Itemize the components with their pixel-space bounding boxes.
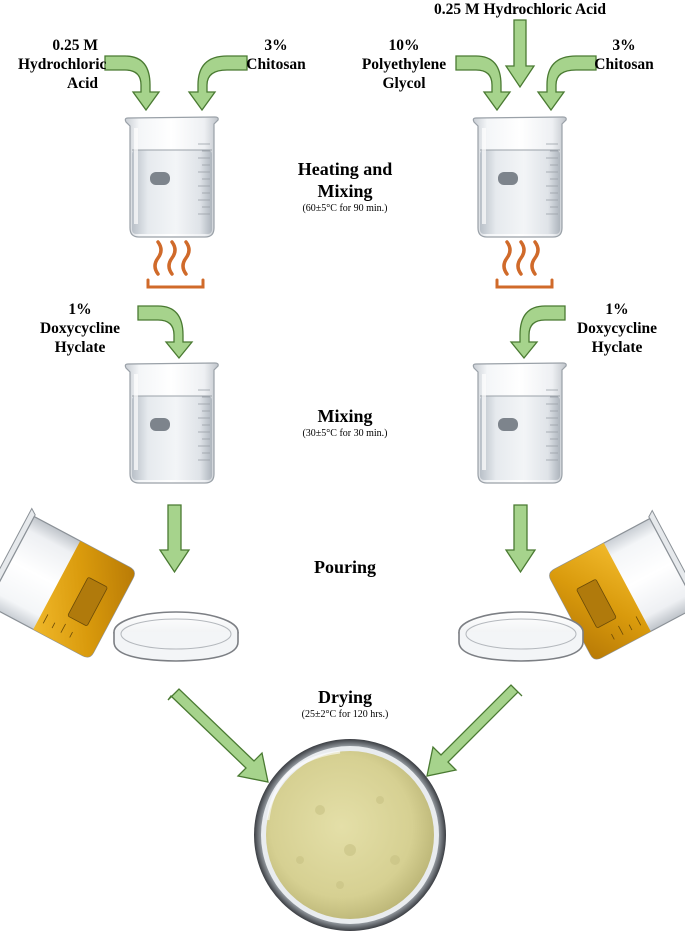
curved-arrow-icon (509, 305, 566, 360)
beaker-icon (471, 361, 569, 485)
ingredient-label-chitosan: 3% Chitosan (594, 37, 654, 73)
diagonal-arrow-icon (167, 688, 269, 783)
beaker-icon (123, 361, 221, 485)
tilted-beaker-icon (0, 507, 135, 658)
curved-arrow-icon (536, 55, 597, 112)
curved-arrow-icon (137, 305, 194, 360)
beaker-icon (471, 115, 569, 239)
step-heating-and-mixing: Heating and Mixing (60±5°C for 90 min.) (297, 159, 393, 214)
down-arrow-icon (158, 504, 191, 574)
ingredient-label-polyethylene-glycol: 10% Polyethylene Glycol (361, 37, 447, 92)
step-mixing: Mixing (30±5°C for 30 min.) (302, 406, 388, 439)
ingredient-label-hydrochloric-acid: 0.25 M Hydrochloric Acid (434, 1, 606, 18)
dried-film-icon (254, 739, 446, 931)
drug-label-doxycycline: 1% Doxycycline Hyclate (576, 301, 658, 356)
heat-icon (495, 240, 554, 289)
curved-arrow-icon (187, 55, 248, 112)
curved-arrow-icon (455, 55, 512, 112)
diagonal-arrow-icon (426, 684, 523, 777)
tilted-beaker-icon (549, 509, 685, 660)
petri-dish-icon (458, 611, 584, 662)
step-pouring: Pouring (313, 557, 376, 577)
curved-arrow-icon (104, 55, 161, 112)
ingredient-label-hydrochloric-acid: 0.25 M Hydrochloric Acid (18, 37, 107, 92)
heat-icon (146, 240, 205, 289)
step-drying: Drying (25±2°C for 120 hrs.) (301, 687, 389, 720)
drug-label-doxycycline: 1% Doxycycline Hyclate (39, 301, 121, 356)
down-arrow-icon (504, 19, 536, 89)
beaker-icon (123, 115, 221, 239)
down-arrow-icon (504, 504, 537, 574)
petri-dish-icon (113, 611, 239, 662)
ingredient-label-chitosan: 3% Chitosan (246, 37, 306, 73)
